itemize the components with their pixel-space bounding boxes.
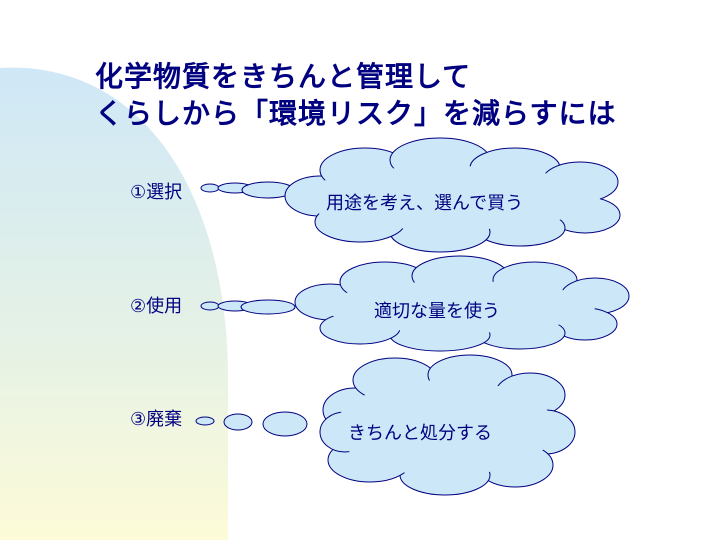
cloud-3-text: きちんと処分する	[348, 423, 492, 444]
cloud-1	[284, 137, 621, 253]
step-label-use: ②使用	[130, 296, 183, 317]
title-line-2: くらしから「環境リスク」を減らすには	[95, 97, 617, 130]
cloud-2-tail	[200, 299, 296, 315]
cloud-3-tail	[195, 411, 308, 437]
cloud-1-text: 用途を考え、選んで買う	[326, 193, 524, 214]
title-line-1: 化学物質をきちんと管理して	[95, 60, 472, 93]
step-label-dispose: ③廃棄	[130, 409, 183, 430]
step-label-select: ①選択	[130, 182, 183, 203]
cloud-3	[319, 354, 576, 496]
cloud-2	[294, 255, 630, 352]
cloud-2-text: 適切な量を使う	[374, 301, 500, 322]
cloud-1-tail	[200, 181, 295, 199]
